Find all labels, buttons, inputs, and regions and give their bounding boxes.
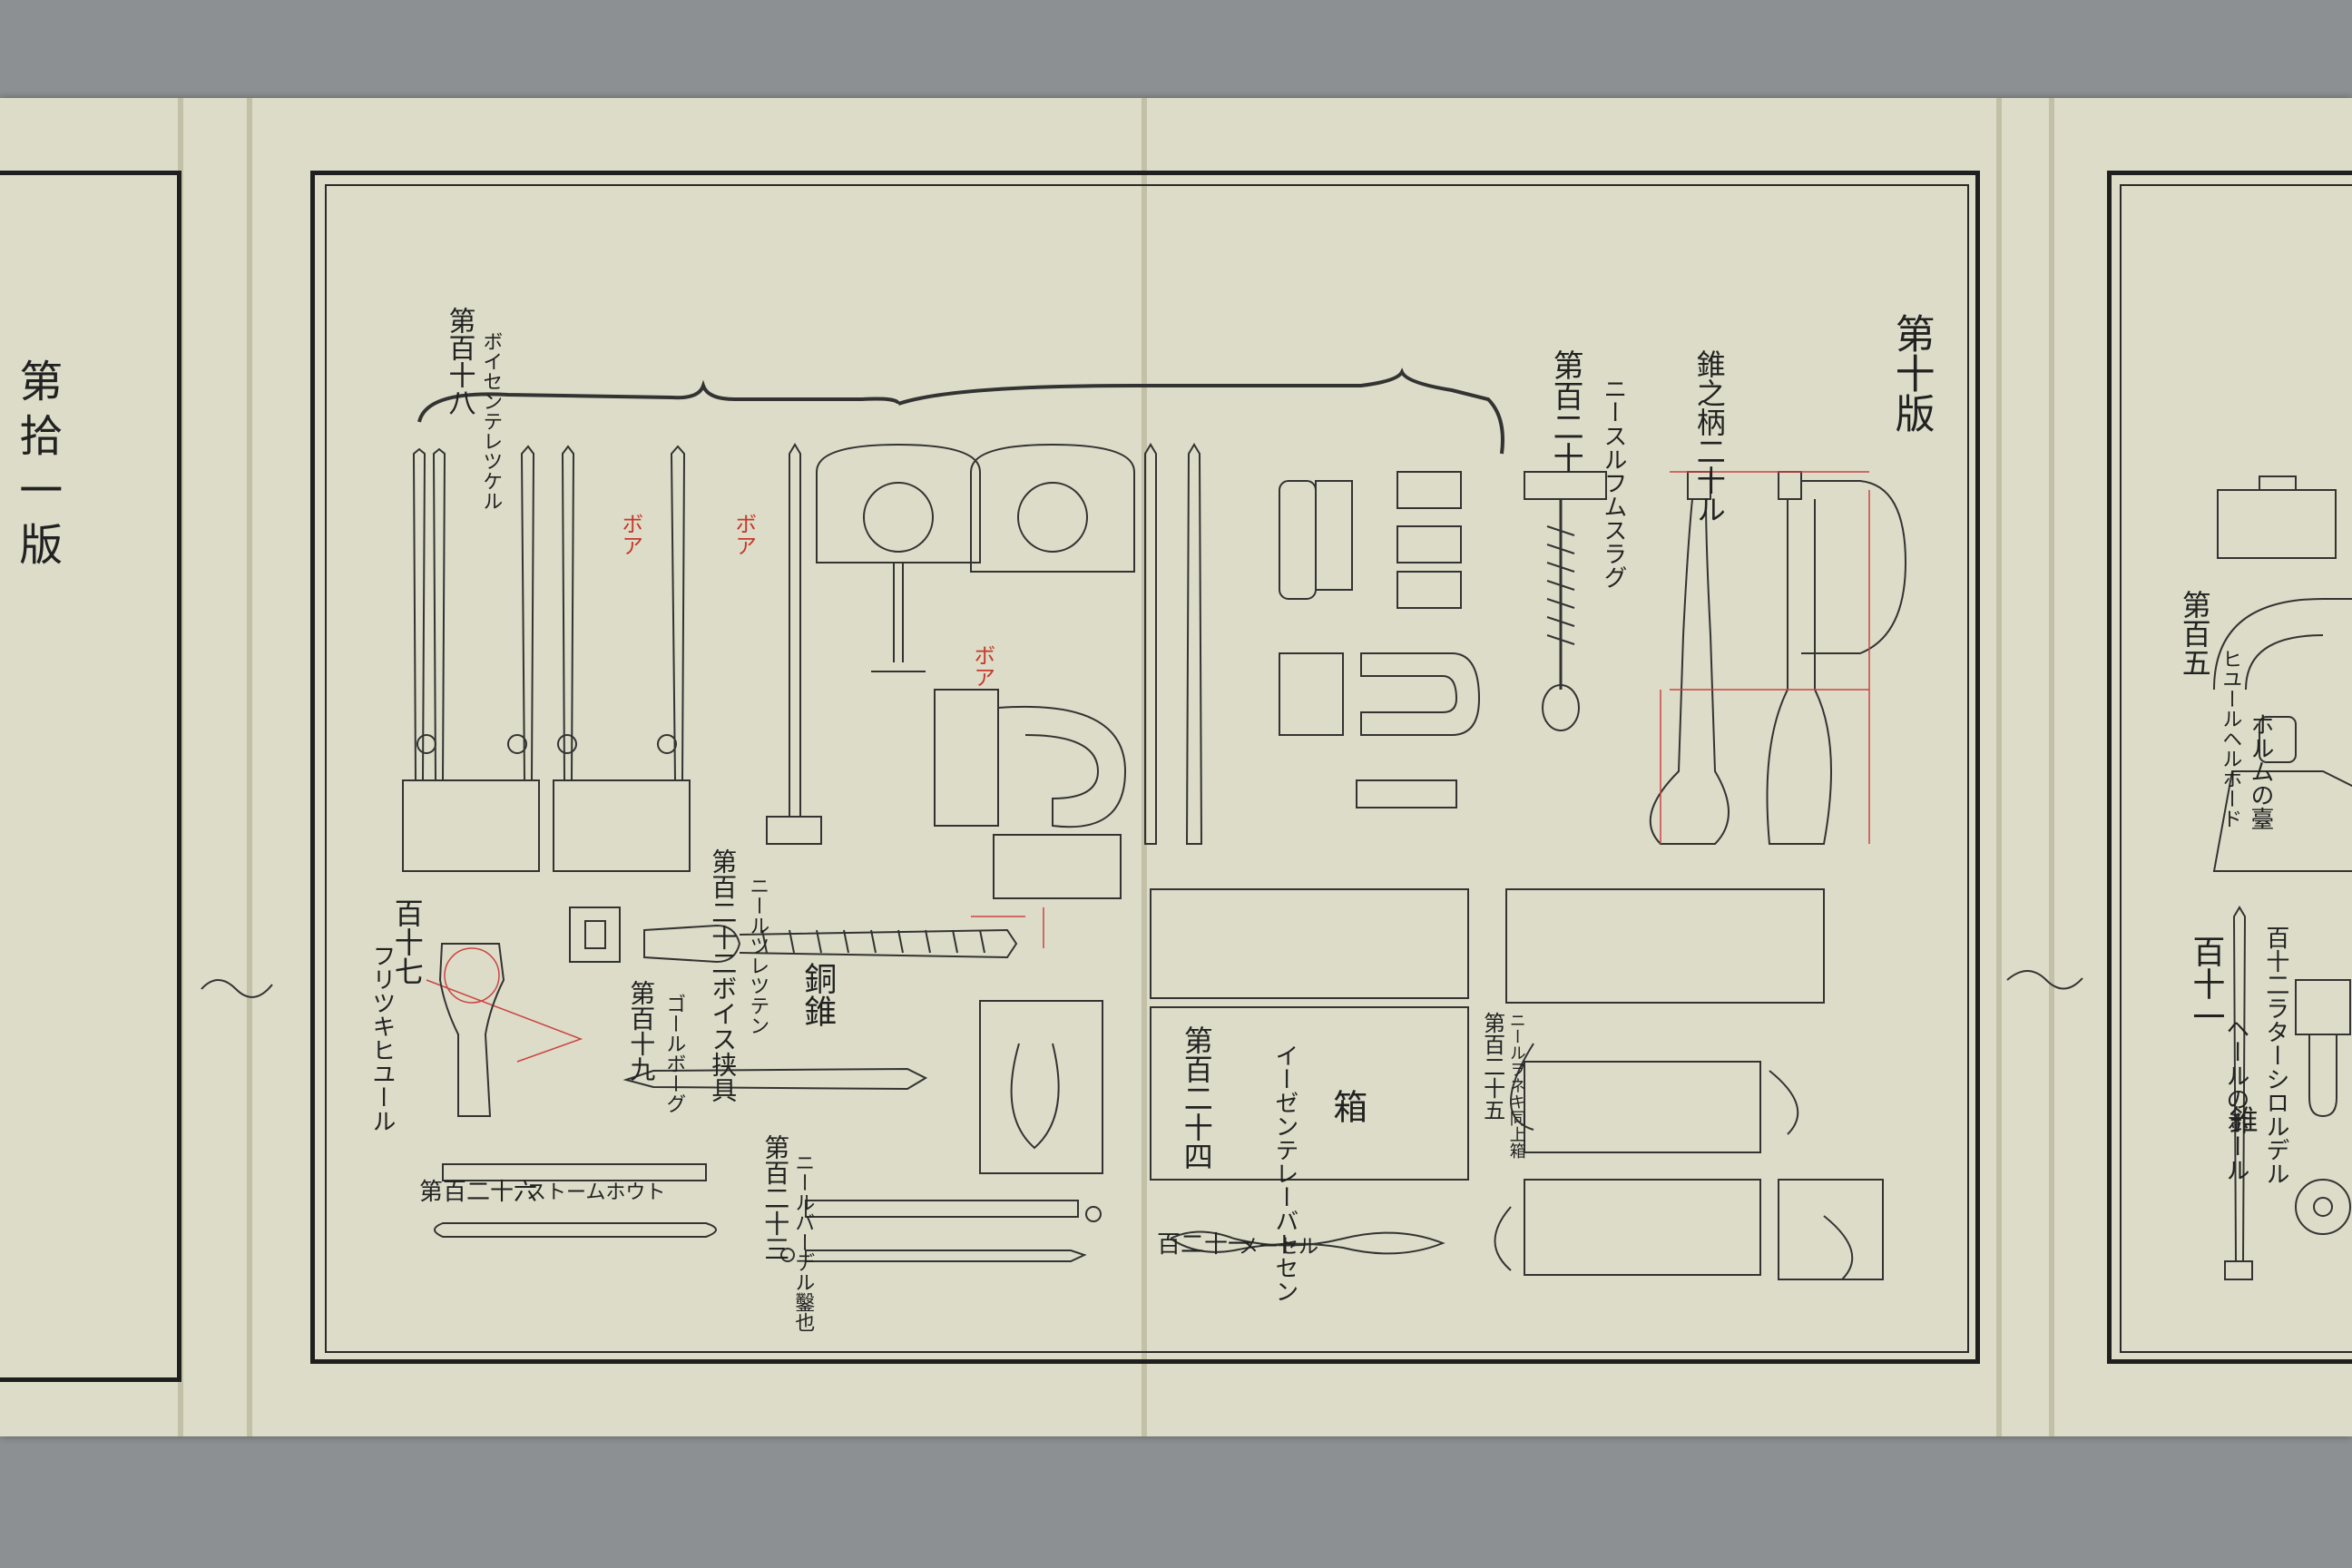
label-105: 第百五 bbox=[2177, 590, 2212, 677]
page-seam bbox=[1996, 98, 2002, 1436]
label-125: 第百二十五 bbox=[1479, 1012, 1505, 1121]
label-125-name: ニールヲネキ同上箱 bbox=[1506, 1012, 1526, 1159]
right-plate-frame-outer bbox=[2107, 171, 2352, 1364]
label-117: 百十七 bbox=[389, 898, 425, 985]
label-119-kanji: 銅錐 bbox=[799, 962, 837, 1027]
label-123-name: ニールバーデル鑿也 bbox=[791, 1152, 815, 1332]
label-120-a: 錐之柄二十ル bbox=[1691, 349, 1727, 524]
red-mark-1: ボア bbox=[617, 513, 643, 556]
label-119-name: ゴールボーグ bbox=[662, 994, 686, 1113]
label-120: 第百二十 bbox=[1547, 349, 1584, 473]
label-105-name: ヒユールヘルホード bbox=[2219, 649, 2242, 828]
label-112: 百十二ラターシロルデル bbox=[2261, 926, 2289, 1185]
label-124-kanji: 箱 bbox=[1327, 1089, 1367, 1123]
label-118-name: ボイセンテレツケル bbox=[479, 331, 503, 511]
label-127: 百二十一 bbox=[1157, 1231, 1252, 1259]
label-111: 百十一 bbox=[2187, 935, 2225, 1033]
label-123: 第百二十三 bbox=[760, 1134, 791, 1261]
label-105-kanji: ホルムの臺 bbox=[2246, 712, 2274, 830]
plate-title: 第十版 bbox=[1887, 313, 1935, 433]
boy-drills bbox=[403, 446, 690, 871]
label-120-b: ニースルフムスラグ bbox=[1599, 377, 1627, 589]
label-122-name: ニールツレツテン bbox=[746, 876, 769, 1035]
page-seam bbox=[247, 98, 252, 1436]
label-119: 第百十九 bbox=[626, 980, 657, 1082]
scroll-sheet bbox=[0, 98, 2352, 1436]
label-111-kanji: 錐 bbox=[2224, 1105, 2259, 1134]
red-mark-2: ボア bbox=[730, 513, 757, 556]
label-124-name: イーゼンテレーバトセン bbox=[1270, 1044, 1298, 1303]
right-plate-frame-inner bbox=[2120, 184, 2352, 1353]
label-126: 第百二十六 bbox=[419, 1179, 538, 1206]
label-122: 第百二十二ボイス挟具 bbox=[708, 848, 739, 1102]
label-111-name: ヘールのホール bbox=[2221, 1016, 2249, 1181]
label-117-name: フリツキヒユール bbox=[368, 944, 396, 1132]
label-124: 第百二十四 bbox=[1179, 1025, 1214, 1171]
label-118: 第百十八 bbox=[443, 307, 475, 416]
center-plate-frame-outer bbox=[310, 171, 1980, 1364]
red-mark-3: ボア bbox=[969, 644, 995, 688]
label-127-name: メーセル bbox=[1239, 1236, 1319, 1259]
center-plate-frame-inner bbox=[325, 184, 1969, 1353]
page-seam bbox=[2049, 98, 2054, 1436]
left-plate-frame bbox=[0, 171, 181, 1382]
label-126-name: ストームホウト bbox=[526, 1181, 666, 1204]
left-plate-title: 第拾一版 bbox=[11, 358, 63, 576]
